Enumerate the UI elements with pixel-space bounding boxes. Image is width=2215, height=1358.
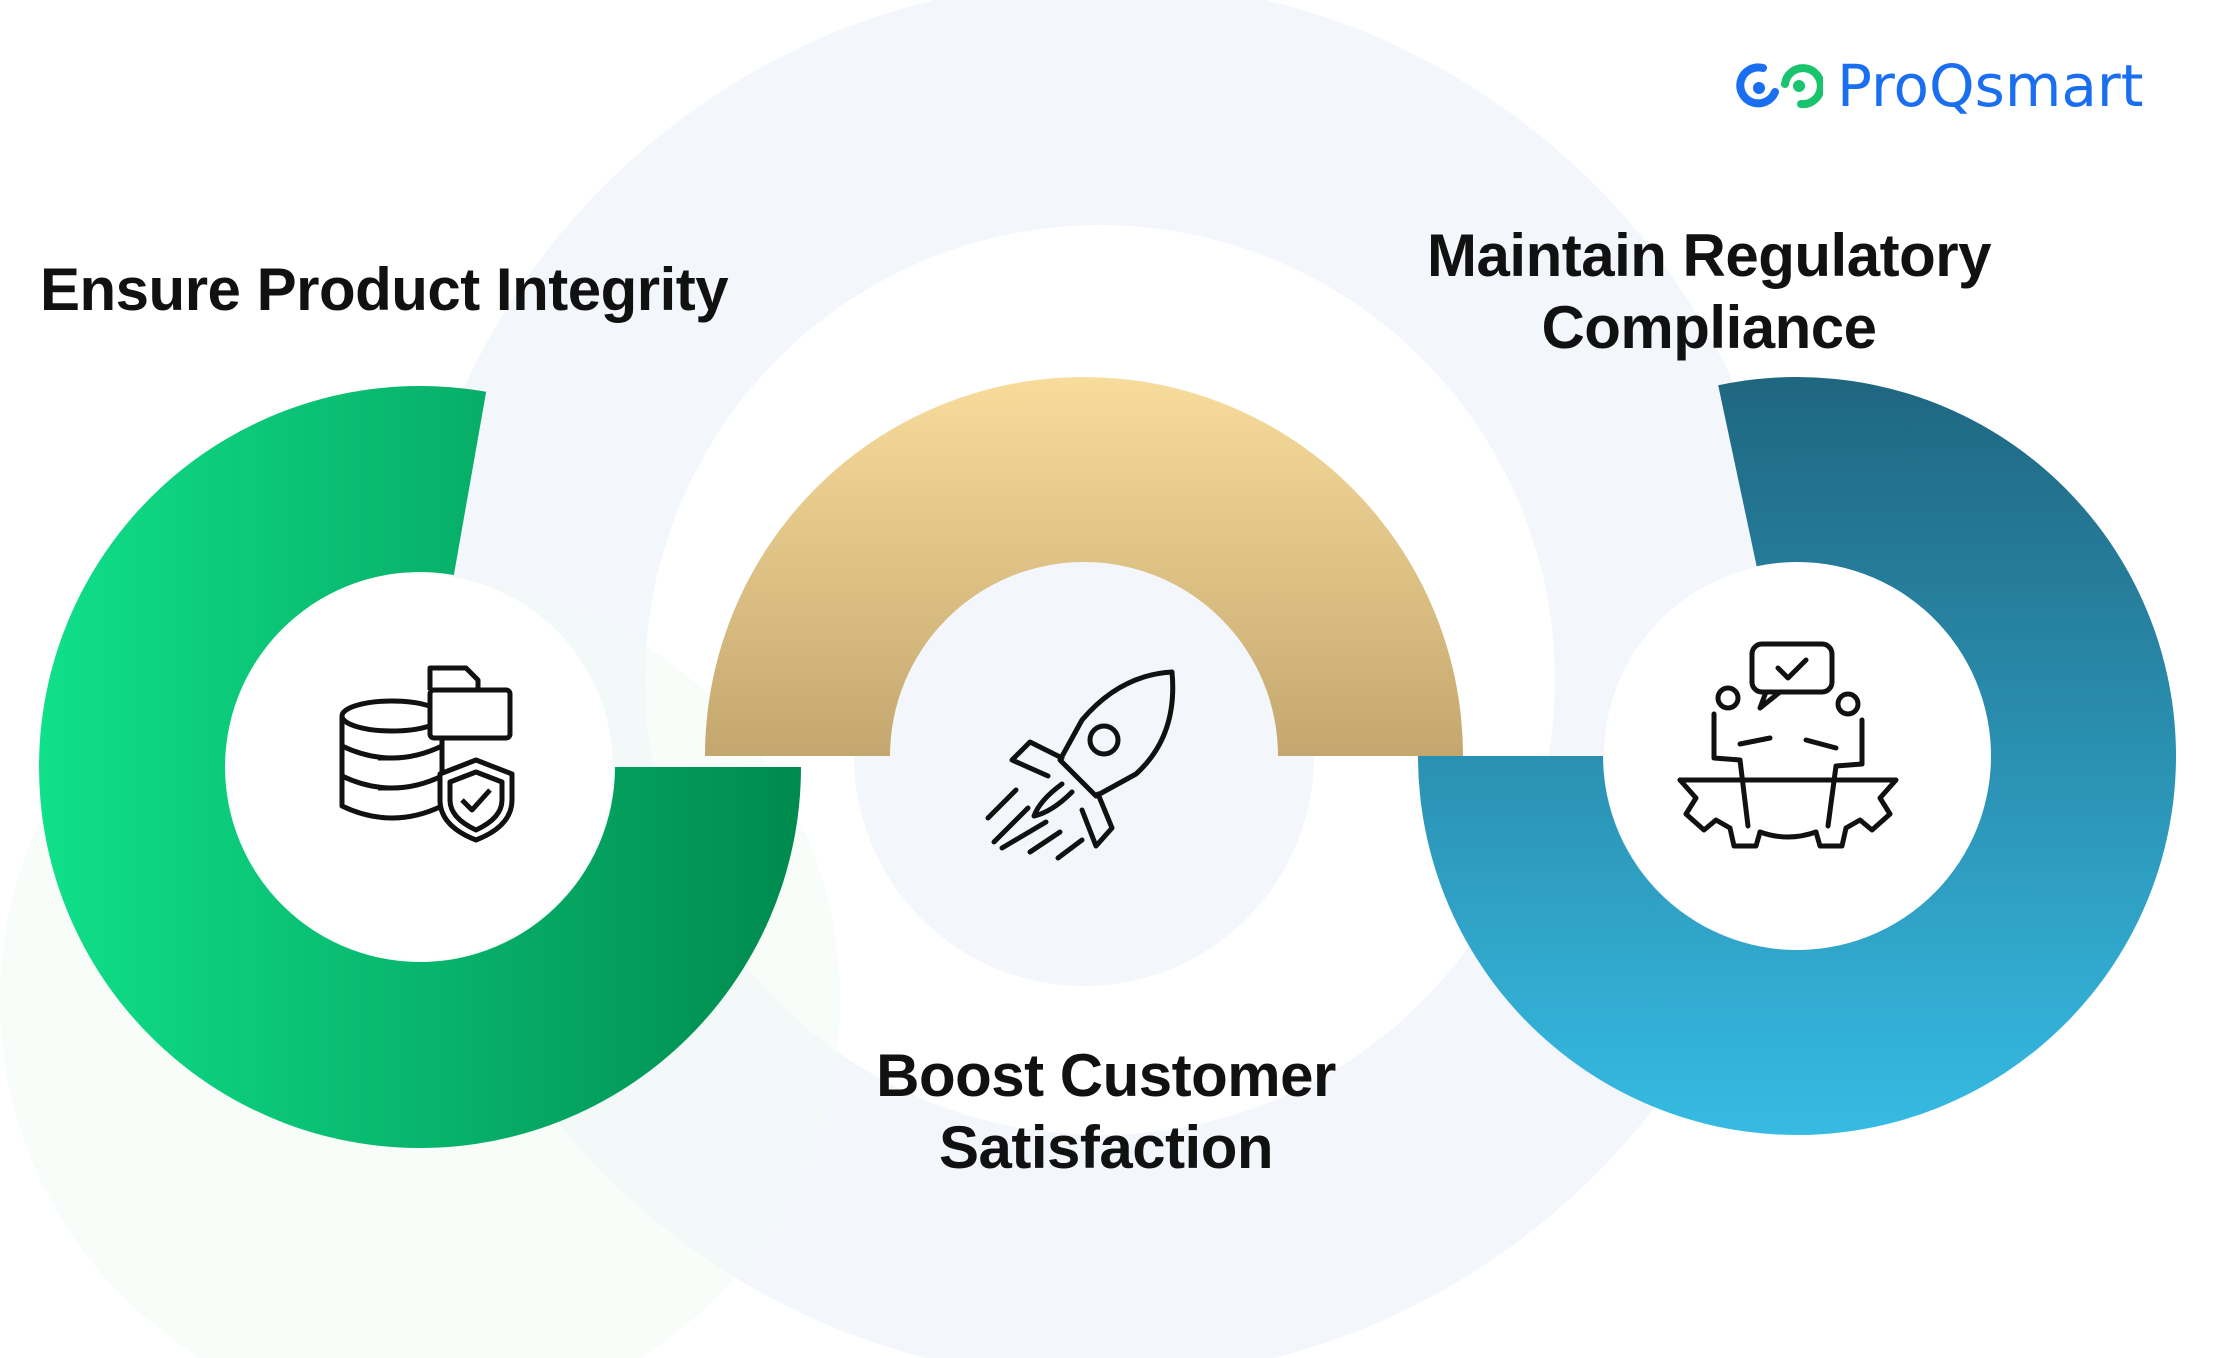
meeting-gear-icon <box>1677 641 1899 849</box>
ring-green <box>38 386 801 1148</box>
title-line-2: Compliance <box>1541 294 1877 361</box>
database-shield-icon <box>339 665 515 843</box>
ring-gold <box>705 377 1463 756</box>
ring-blue <box>1418 376 2177 1135</box>
brand-name: ProQsmart <box>1837 52 2144 120</box>
proqsmart-logo-icon <box>1736 63 1823 109</box>
title-maintain-regulatory-compliance: Maintain Regulatory Compliance <box>1309 220 2109 364</box>
title-ensure-product-integrity: Ensure Product Integrity <box>40 256 729 323</box>
title-line-1: Boost Customer <box>876 1042 1336 1109</box>
title-line-2: Satisfaction <box>938 1114 1274 1181</box>
center-disc <box>854 526 1314 986</box>
title-line-1: Maintain Regulatory <box>1427 222 1991 289</box>
brand-logo: ProQsmart <box>1735 52 2144 120</box>
rocket-icon <box>985 669 1176 861</box>
title-boost-customer-satisfaction: Boost Customer Satisfaction <box>706 1040 1506 1184</box>
